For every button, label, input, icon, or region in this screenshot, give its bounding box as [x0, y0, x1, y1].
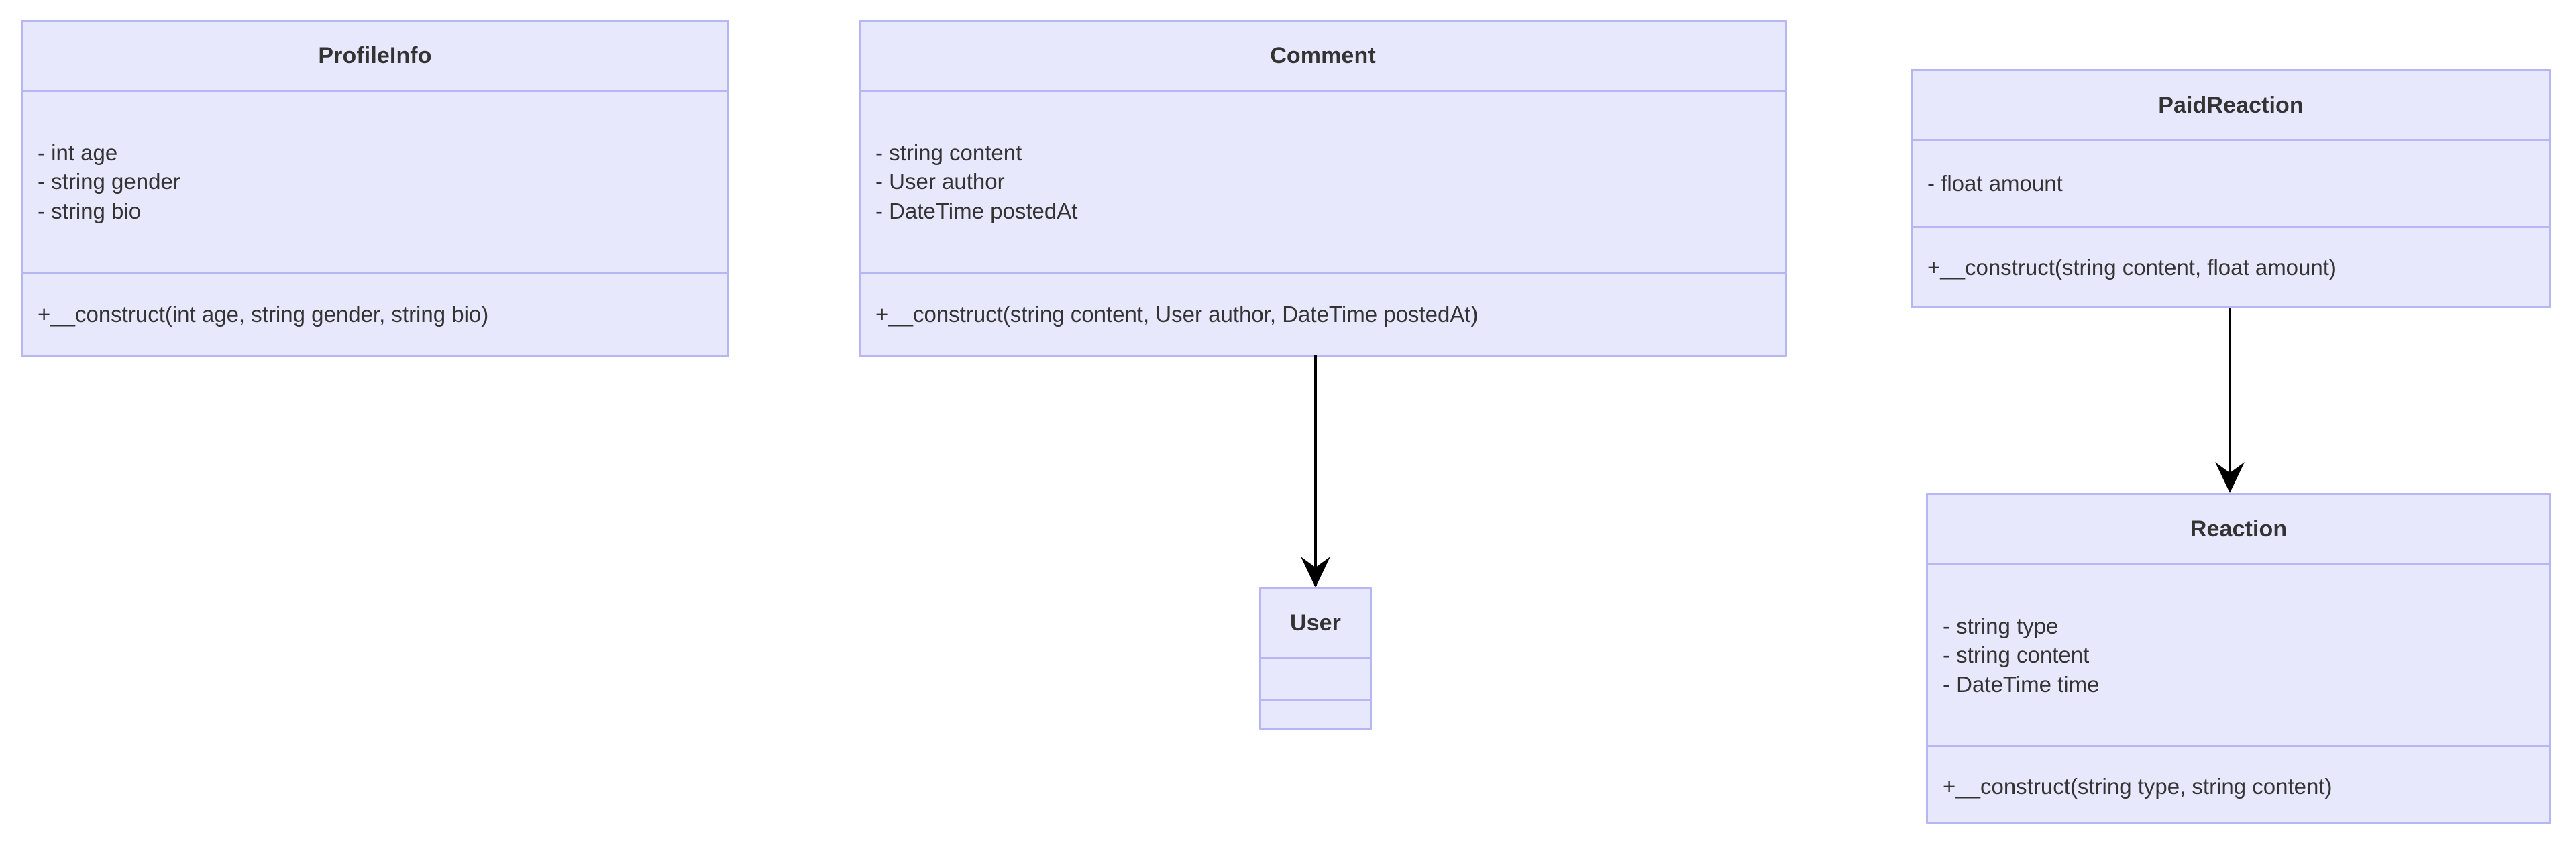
class-node-reaction[interactable]: Reaction - string type - string content …: [1926, 493, 2551, 824]
class-title-profileinfo: ProfileInfo: [318, 43, 432, 69]
class-methods-reaction: +__construct(string type, string content…: [1928, 747, 2549, 826]
class-node-profileinfo[interactable]: ProfileInfo - int age - string gender - …: [21, 20, 729, 357]
class-header-comment: Comment: [861, 22, 1785, 92]
class-attributes-user: [1261, 659, 1370, 701]
attribute-row: - string content: [1943, 642, 2090, 668]
class-title-paidreaction: PaidReaction: [2158, 92, 2304, 118]
attribute-row: - string type: [1943, 613, 2059, 638]
class-attributes-paidreaction: - float amount: [1913, 141, 2549, 228]
class-attributes-reaction: - string type - string content - DateTim…: [1928, 565, 2549, 747]
class-header-user: User: [1261, 589, 1370, 659]
method-row: +__construct(string type, string content…: [1943, 774, 2332, 799]
class-header-reaction: Reaction: [1928, 495, 2549, 565]
attribute-row: - float amount: [1927, 171, 2063, 196]
method-row: +__construct(string content, float amoun…: [1927, 254, 2337, 280]
class-node-paidreaction[interactable]: PaidReaction - float amount +__construct…: [1911, 69, 2551, 308]
class-attributes-profileinfo: - int age - string gender - string bio: [23, 92, 727, 274]
attribute-row: - int age: [38, 139, 118, 165]
class-title-user: User: [1289, 610, 1341, 636]
class-node-comment[interactable]: Comment - string content - User author -…: [859, 20, 1787, 357]
class-header-profileinfo: ProfileInfo: [23, 22, 727, 92]
class-methods-user: [1261, 701, 1370, 730]
method-row: +__construct(int age, string gender, str…: [38, 301, 489, 327]
attribute-row: - string content: [875, 139, 1022, 165]
class-methods-profileinfo: +__construct(int age, string gender, str…: [23, 274, 727, 355]
attribute-row: - string bio: [38, 198, 142, 223]
attribute-row: - User author: [875, 169, 1005, 194]
attribute-row: - DateTime time: [1943, 671, 2100, 697]
class-methods-paidreaction: +__construct(string content, float amoun…: [1913, 228, 2549, 306]
class-title-comment: Comment: [1270, 43, 1376, 69]
edge-paidreaction-to-reaction: [2210, 308, 2250, 496]
class-node-user[interactable]: User: [1259, 587, 1372, 730]
method-row: +__construct(string content, User author…: [875, 301, 1479, 327]
attribute-row: - DateTime postedAt: [875, 198, 1078, 223]
edge-comment-to-user: [1295, 355, 1336, 590]
class-methods-comment: +__construct(string content, User author…: [861, 274, 1785, 355]
attribute-row: - string gender: [38, 169, 180, 194]
class-title-reaction: Reaction: [2190, 516, 2288, 542]
class-header-paidreaction: PaidReaction: [1913, 71, 2549, 141]
class-attributes-comment: - string content - User author - DateTim…: [861, 92, 1785, 274]
